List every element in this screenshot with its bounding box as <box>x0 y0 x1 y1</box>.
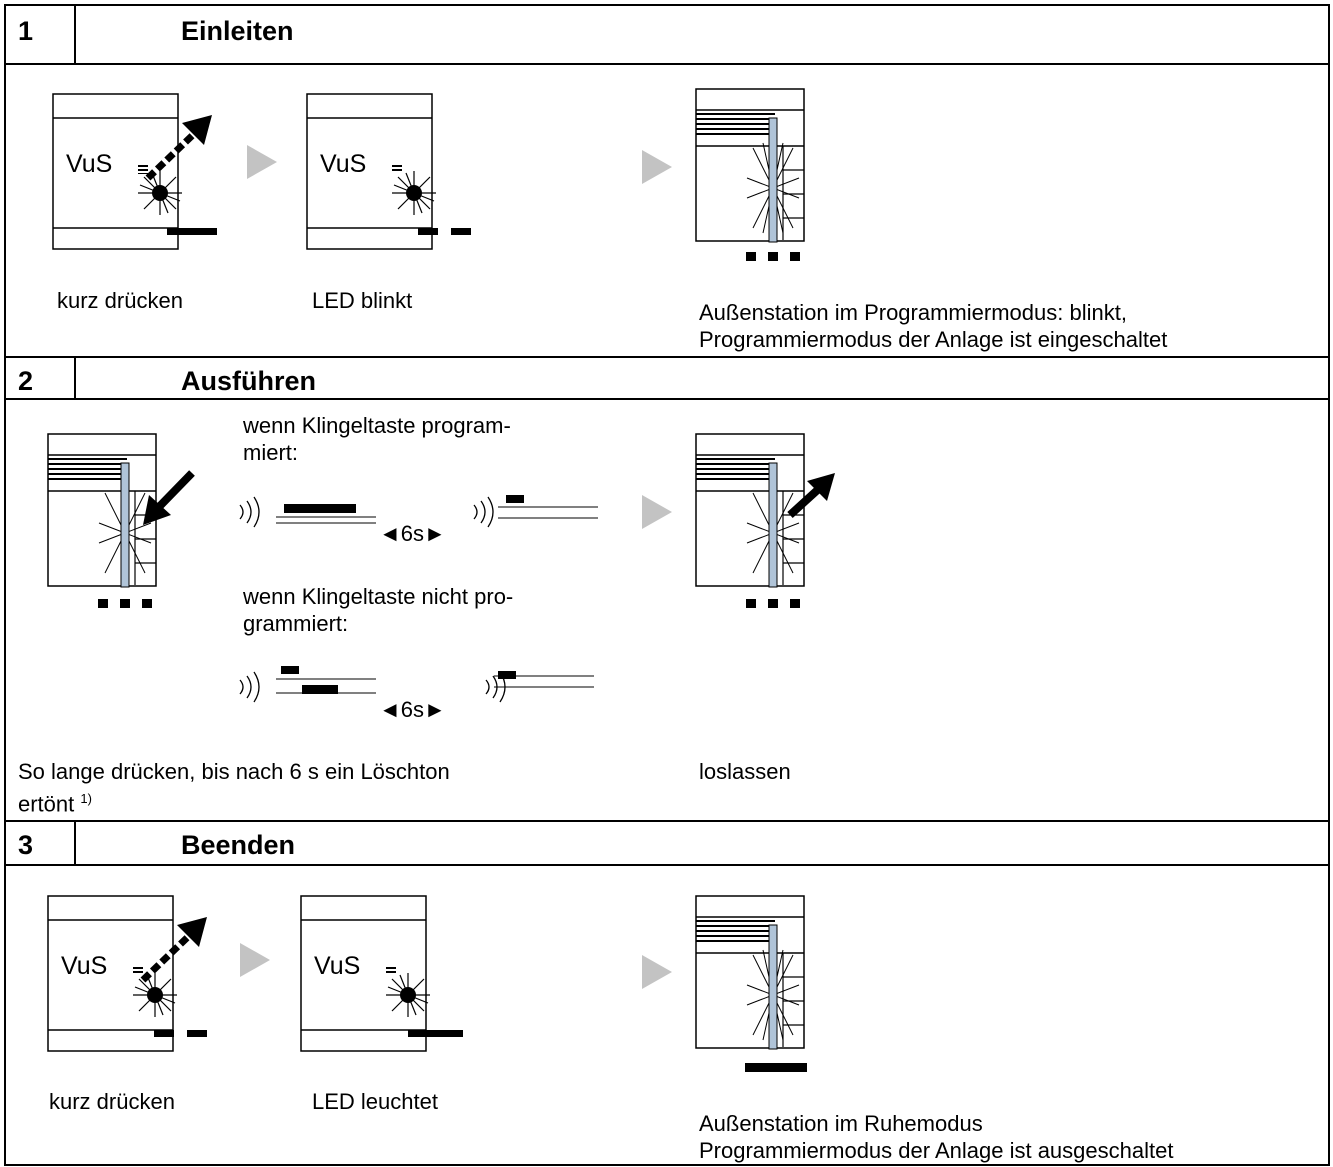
section-number: 3 <box>18 830 34 860</box>
divider <box>4 864 1330 866</box>
vus-device-illustration: VuS <box>300 895 480 1055</box>
caption: LED leuchtet <box>312 1089 438 1114</box>
device-label: VuS <box>66 150 113 178</box>
caption: LED blinkt <box>312 288 413 313</box>
outdoor-station-illustration <box>695 88 815 268</box>
step-arrow-icon <box>642 150 672 184</box>
section-title: Beenden <box>181 830 296 860</box>
tone-signal-diagram: ◄6s► <box>236 485 606 555</box>
case-text: wenn Klingeltaste nicht pro- <box>243 584 514 609</box>
vus-device-illustration: VuS <box>306 93 486 253</box>
divider <box>4 820 1330 822</box>
divider <box>74 4 76 65</box>
tone-signal-diagram: ◄6s► <box>236 660 606 730</box>
caption: kurz drücken <box>49 1089 175 1114</box>
divider <box>4 63 1330 65</box>
outdoor-station-illustration <box>695 895 815 1080</box>
caption: ertönt 1) <box>18 785 92 817</box>
result-text: Außenstation im Programmiermodus: blinkt… <box>699 300 1127 325</box>
instruction-table <box>4 4 1330 1166</box>
step-arrow-icon <box>642 495 672 529</box>
vus-device-illustration: VuS <box>47 895 227 1055</box>
device-label: VuS <box>61 952 108 980</box>
divider <box>74 820 76 865</box>
result-text: Programmiermodus der Anlage ist ausgesch… <box>699 1138 1174 1163</box>
outdoor-station-illustration <box>47 433 197 613</box>
case-text: miert: <box>243 440 298 465</box>
case-text: grammiert: <box>243 611 349 636</box>
result-text: Programmiermodus der Anlage ist eingesch… <box>699 327 1168 352</box>
caption: kurz drücken <box>57 288 183 313</box>
section-number: 1 <box>18 16 34 46</box>
section-number: 2 <box>18 366 34 396</box>
step-arrow-icon <box>247 145 277 179</box>
divider <box>74 356 76 399</box>
footnote-mark: 1) <box>80 791 92 806</box>
vus-device-illustration: VuS <box>52 93 232 253</box>
section-title: Ausführen <box>181 366 316 396</box>
timer-label: ◄6s► <box>379 521 446 546</box>
divider <box>4 398 1330 400</box>
caption-text: ertönt <box>18 791 75 817</box>
divider <box>4 356 1330 358</box>
section-title: Einleiten <box>181 16 294 46</box>
step-arrow-icon <box>642 955 672 989</box>
caption: So lange drücken, bis nach 6 s ein Lösch… <box>18 759 450 784</box>
outdoor-station-illustration <box>695 433 845 613</box>
step-arrow-icon <box>240 943 270 977</box>
result-text: Außenstation im Ruhemodus <box>699 1111 983 1136</box>
device-label: VuS <box>320 150 367 178</box>
timer-label: ◄6s► <box>379 697 446 722</box>
caption: loslassen <box>699 759 791 784</box>
device-label: VuS <box>314 952 361 980</box>
case-text: wenn Klingeltaste program- <box>243 413 511 438</box>
